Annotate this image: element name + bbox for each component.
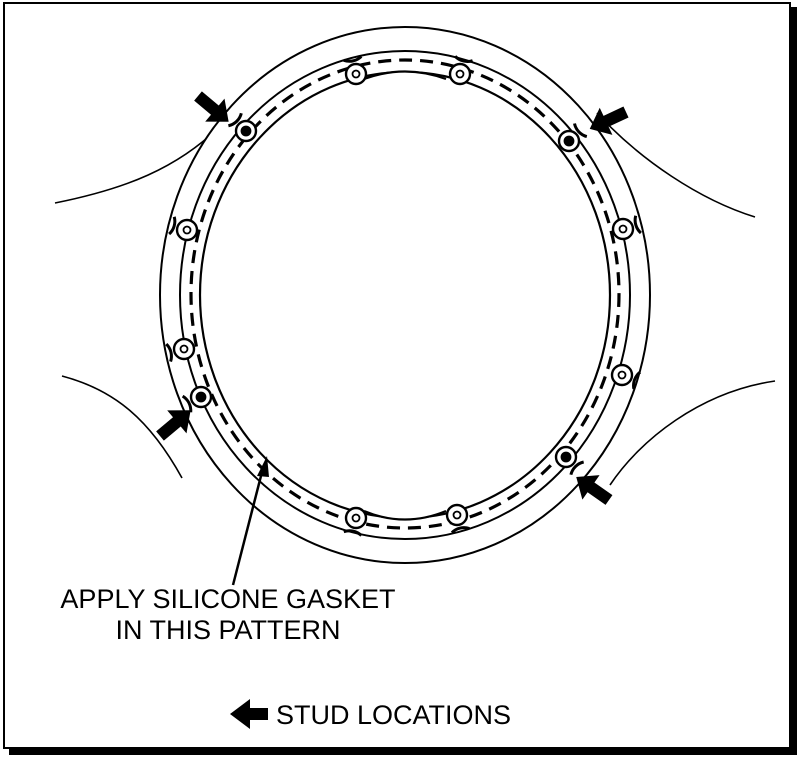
bolt-hole bbox=[610, 363, 642, 390]
callout-arrowhead bbox=[257, 456, 269, 477]
legend-label: STUD LOCATIONS bbox=[276, 700, 511, 730]
stud-hole bbox=[554, 445, 585, 476]
cover-opening bbox=[198, 70, 612, 520]
stud-hole bbox=[557, 123, 588, 153]
callout-leader-line bbox=[231, 471, 264, 586]
stud-arrow-lower-left bbox=[156, 410, 191, 441]
callout-text-line2: IN THIS PATTERN bbox=[115, 615, 340, 645]
bolt-hole bbox=[611, 215, 642, 241]
stud-arrow-lower-right bbox=[576, 475, 613, 505]
housing-curve-lower-left bbox=[61, 375, 183, 479]
callout-text-line1: APPLY SILICONE GASKET bbox=[60, 584, 395, 614]
bottom-notch bbox=[363, 509, 447, 521]
silicone-bead-pattern bbox=[189, 58, 621, 530]
top-notch bbox=[363, 70, 447, 81]
stud-hole bbox=[181, 385, 213, 413]
bolt-holes bbox=[165, 55, 642, 537]
housing-curve-upper-right bbox=[596, 112, 756, 218]
stud-arrow-upper-left bbox=[194, 91, 229, 122]
housing-curve-lower-right bbox=[609, 380, 776, 486]
bolt-hole bbox=[445, 503, 470, 534]
stud-hole bbox=[227, 112, 258, 143]
bolt-hole bbox=[343, 55, 368, 86]
bolt-hole bbox=[448, 55, 474, 86]
bolt-hole bbox=[168, 216, 199, 242]
bolt-hole bbox=[343, 506, 368, 537]
arrow-left-icon bbox=[230, 699, 268, 729]
bolt-hole bbox=[165, 337, 196, 363]
stud-arrow-upper-right bbox=[589, 106, 629, 135]
